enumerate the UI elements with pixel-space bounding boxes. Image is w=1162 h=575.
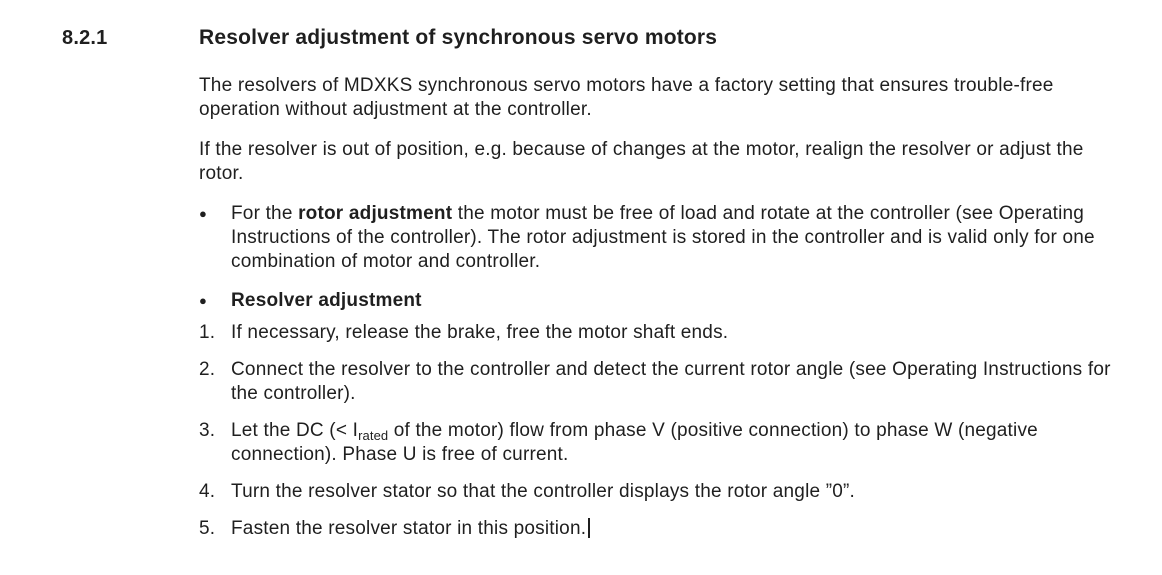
- bullet-item-resolver-adjustment: ● Resolver adjustment: [199, 289, 1119, 313]
- step-text-body: Fasten the resolver stator in this posit…: [231, 518, 587, 539]
- step-number: 3.: [199, 420, 216, 441]
- section-number: 8.2.1: [62, 27, 108, 49]
- bullet-text-after-bold: the motor must be free of load and rotat…: [231, 203, 1095, 272]
- section-heading: Resolver adjustment of synchronous servo…: [199, 26, 718, 49]
- text-content-area[interactable]: The resolvers of MDXKS synchronous servo…: [199, 74, 1119, 554]
- step-text: Turn the resolver stator so that the con…: [231, 481, 856, 502]
- bullet-text-before-bold: For the: [231, 203, 299, 224]
- bullet-text: Resolver adjustment: [231, 290, 422, 311]
- bullet-item-rotor-adjustment: ● For the rotor adjustment the motor mus…: [199, 202, 1119, 274]
- step-text: Connect the resolver to the controller a…: [231, 359, 1111, 404]
- paragraph-intro: The resolvers of MDXKS synchronous servo…: [199, 75, 1054, 120]
- paragraph-condition: If the resolver is out of position, e.g.…: [199, 139, 1084, 184]
- step-number: 2.: [199, 359, 216, 380]
- numbered-step-5: 5. Fasten the resolver stator in this po…: [199, 517, 1119, 541]
- numbered-step-2: 2. Connect the resolver to the controlle…: [199, 358, 1119, 406]
- step-number: 1.: [199, 322, 216, 343]
- text-cursor: [588, 518, 591, 538]
- step-text: Fasten the resolver stator in this posit…: [231, 517, 1119, 541]
- numbered-step-4: 4. Turn the resolver stator so that the …: [199, 480, 1119, 504]
- bullet-icon: ●: [199, 206, 208, 221]
- numbered-step-3: 3. Let the DC (< Irated of the motor) fl…: [199, 419, 1119, 467]
- bullet-text: For the rotor adjustment the motor must …: [231, 202, 1119, 274]
- step-number: 4.: [199, 481, 216, 502]
- step-text-before-subscript: Let the DC (< I: [231, 420, 359, 441]
- bullet-icon: ●: [199, 293, 208, 308]
- numbered-step-1: 1. If necessary, release the brake, free…: [199, 321, 1119, 345]
- step-number: 5.: [199, 518, 216, 539]
- rated-current-subscript: rated: [358, 428, 389, 443]
- step-text-after-subscript: of the motor) flow from phase V (positiv…: [231, 420, 1038, 465]
- step-text: If necessary, release the brake, free th…: [231, 322, 729, 343]
- step-text: Let the DC (< Irated of the motor) flow …: [231, 419, 1119, 467]
- bullet-bold-phrase: rotor adjustment: [298, 203, 453, 224]
